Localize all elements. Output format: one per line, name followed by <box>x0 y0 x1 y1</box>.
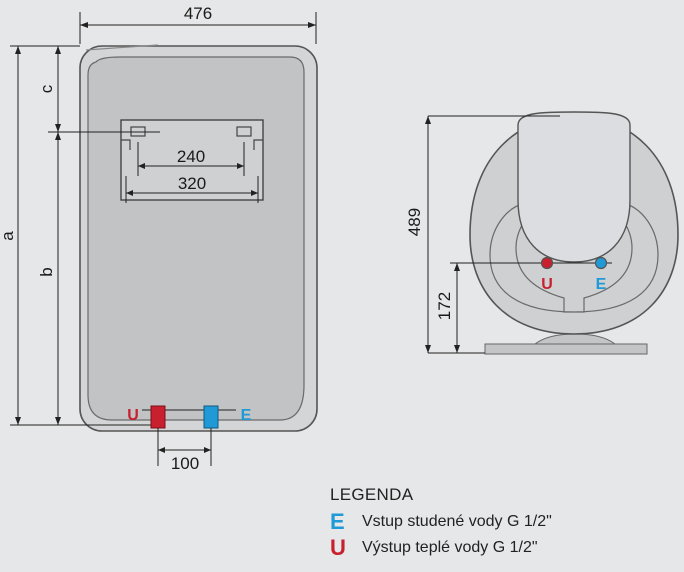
dim-a-label: a <box>0 231 17 241</box>
legend-row-cold: E Vstup studené vody G 1/2" <box>330 509 670 535</box>
legend-key-hot: U <box>330 535 346 560</box>
cold-connection-dot <box>594 256 608 270</box>
bracket-hook-right <box>236 126 252 137</box>
tank-front-panel <box>87 56 305 421</box>
cold-marker-side: E <box>596 276 607 293</box>
hot-connection-dot <box>540 256 554 270</box>
legend-text-cold: Vstup studené vody G 1/2" <box>362 513 552 530</box>
hot-marker-side: U <box>541 276 553 293</box>
legend-key-cold: E <box>330 509 345 534</box>
dim-489-label: 489 <box>405 208 424 236</box>
cold-pipe <box>203 405 219 429</box>
legend-text-hot: Výstup teplé vody G 1/2" <box>362 539 538 556</box>
base-foot <box>533 333 617 345</box>
base-plate <box>484 343 648 355</box>
hot-pipe <box>150 405 166 429</box>
legend-title: LEGENDA <box>330 485 414 504</box>
hot-marker-front: U <box>127 407 139 424</box>
dim-100-label: 100 <box>171 454 199 473</box>
side-view: 489 172 U E <box>405 111 679 355</box>
dim-c-label: c <box>37 84 56 93</box>
dim-476-label: 476 <box>184 4 212 23</box>
front-view: 240 320 476 a c b U E <box>0 4 318 473</box>
dim-240-label: 240 <box>177 147 205 166</box>
dim-320-label: 320 <box>178 174 206 193</box>
bracket-edges <box>121 139 263 150</box>
legend: LEGENDA E Vstup studené vody G 1/2" U Vý… <box>330 485 670 561</box>
top-lip <box>85 44 159 51</box>
dim-b-label: b <box>37 267 56 276</box>
side-dome <box>517 111 631 263</box>
dim-172-label: 172 <box>435 292 454 320</box>
cold-marker-front: E <box>241 407 252 424</box>
legend-row-hot: U Výstup teplé vody G 1/2" <box>330 535 670 561</box>
